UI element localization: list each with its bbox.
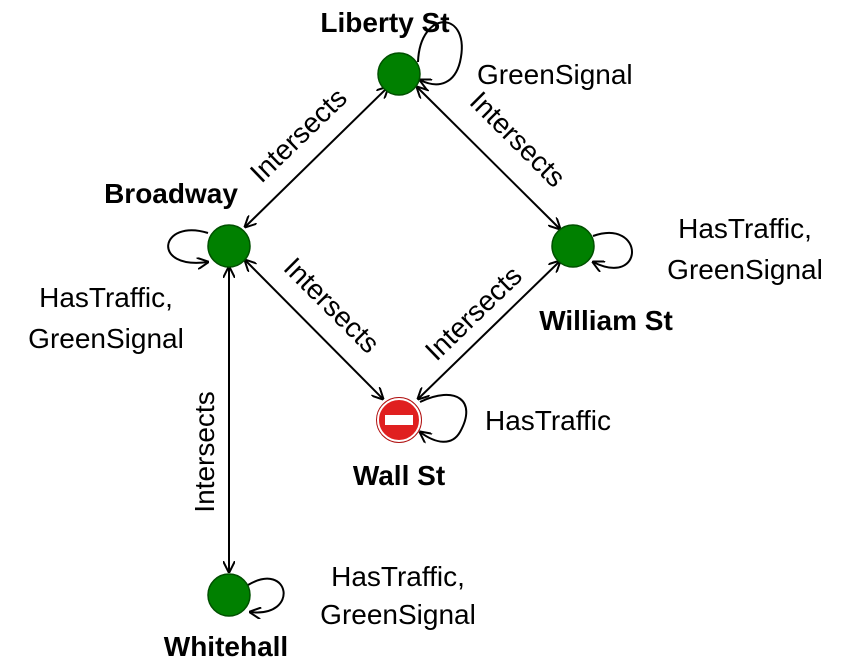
edge-label-broadway-liberty: Intersects — [244, 82, 353, 189]
node-william-circle — [551, 224, 595, 268]
props-whitehall-line2: GreenSignal — [320, 599, 476, 630]
props-wall-line1: HasTraffic — [485, 405, 611, 436]
props-broadway-line1: HasTraffic, — [39, 282, 173, 313]
props-broadway-line2: GreenSignal — [28, 323, 184, 354]
edge-label-broadway-whitehall: Intersects — [189, 391, 220, 512]
node-name-whitehall: Whitehall — [164, 631, 288, 662]
props-william-line2: GreenSignal — [667, 254, 823, 285]
node-whitehall-circle — [207, 573, 251, 617]
node-name-liberty: Liberty St — [320, 7, 449, 38]
node-broadway-circle — [207, 224, 251, 268]
props-whitehall-line1: HasTraffic, — [331, 561, 465, 592]
no-entry-icon — [376, 397, 422, 443]
edge-liberty-william — [417, 87, 560, 229]
props-william-line1: HasTraffic, — [678, 213, 812, 244]
self-loop-broadway — [167, 229, 208, 263]
edge-label-broadway-wall: Intersects — [278, 251, 386, 359]
node-name-wall: Wall St — [353, 460, 445, 491]
node-liberty-circle — [377, 52, 421, 96]
node-name-broadway: Broadway — [104, 178, 238, 209]
node-name-william: William St — [539, 305, 673, 336]
self-loop-wall — [420, 393, 468, 442]
edge-label-wall-william: Intersects — [419, 260, 528, 367]
edge-wall-william — [418, 261, 560, 399]
edge-broadway-liberty — [245, 87, 388, 227]
props-liberty-line1: GreenSignal — [477, 59, 633, 90]
self-loop-liberty — [417, 21, 463, 84]
edge-label-liberty-william: Intersects — [464, 85, 572, 193]
edge-broadway-wall — [245, 260, 383, 399]
self-loop-whitehall — [247, 577, 285, 613]
self-loop-william — [593, 232, 633, 268]
